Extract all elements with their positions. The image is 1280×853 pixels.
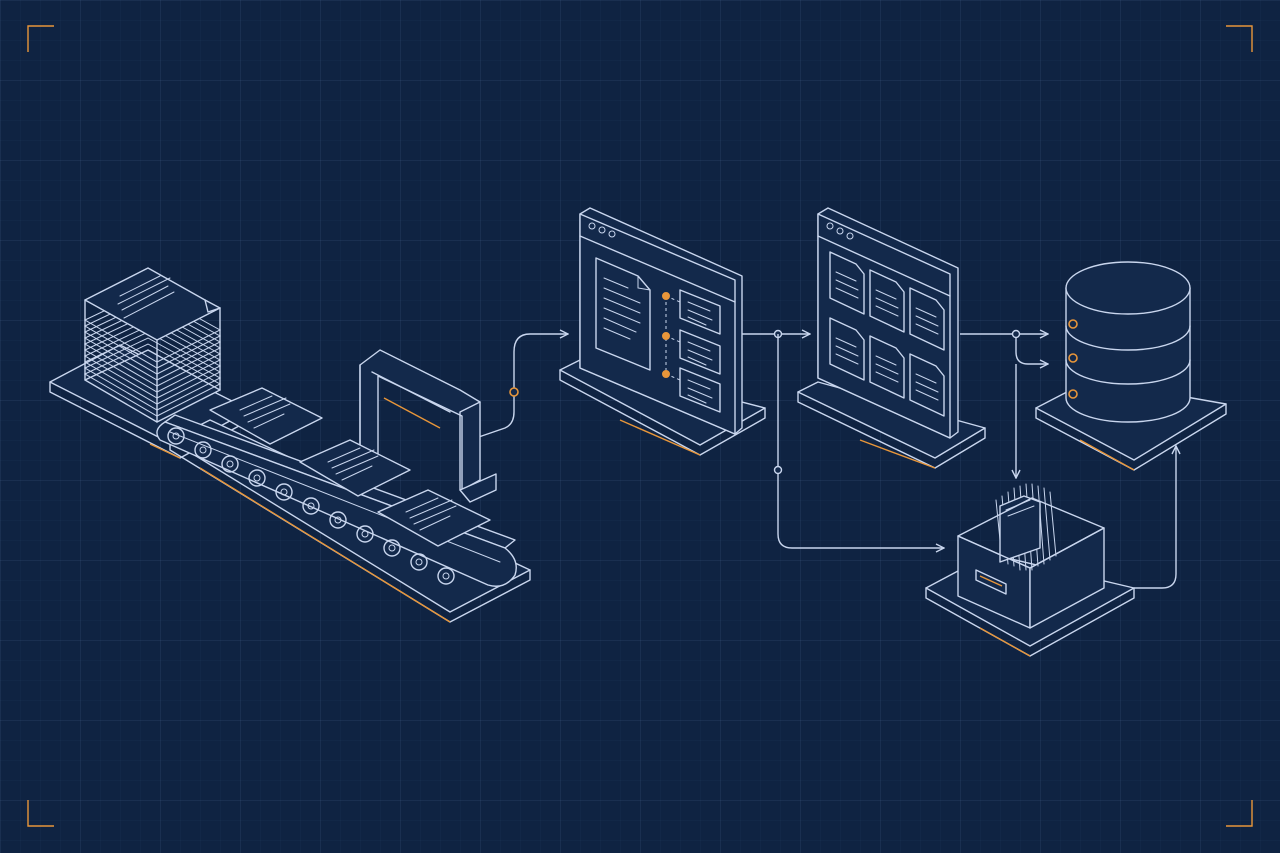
connector-node bbox=[773, 465, 783, 475]
conveyor-scanner bbox=[156, 349, 531, 623]
document-grid-window bbox=[797, 207, 986, 469]
document-thumbnail bbox=[909, 287, 945, 351]
document-thumbnail bbox=[869, 335, 905, 399]
conveyor-rollers bbox=[167, 427, 455, 585]
connector-node bbox=[1011, 329, 1021, 339]
database-icon bbox=[1065, 261, 1191, 423]
document-grid-window-icon bbox=[817, 207, 959, 439]
paper-stack bbox=[49, 267, 251, 459]
document-on-belt bbox=[299, 439, 411, 497]
connector-node bbox=[509, 387, 519, 397]
document-thumbnail bbox=[829, 317, 865, 381]
document-on-belt bbox=[377, 489, 491, 547]
file-archive-box bbox=[925, 483, 1135, 657]
document-on-belt bbox=[209, 387, 323, 445]
database bbox=[1035, 261, 1227, 471]
document-thumbnail bbox=[869, 269, 905, 333]
document-stack-icon bbox=[83, 267, 222, 423]
document-split-window bbox=[559, 207, 766, 456]
archive-box-icon bbox=[957, 483, 1105, 629]
connector-lines bbox=[465, 329, 1176, 589]
document-thumbnail bbox=[829, 251, 865, 315]
document-split-window-icon bbox=[579, 207, 743, 435]
corner-brackets bbox=[27, 25, 1253, 827]
document-thumbnail bbox=[909, 353, 945, 417]
